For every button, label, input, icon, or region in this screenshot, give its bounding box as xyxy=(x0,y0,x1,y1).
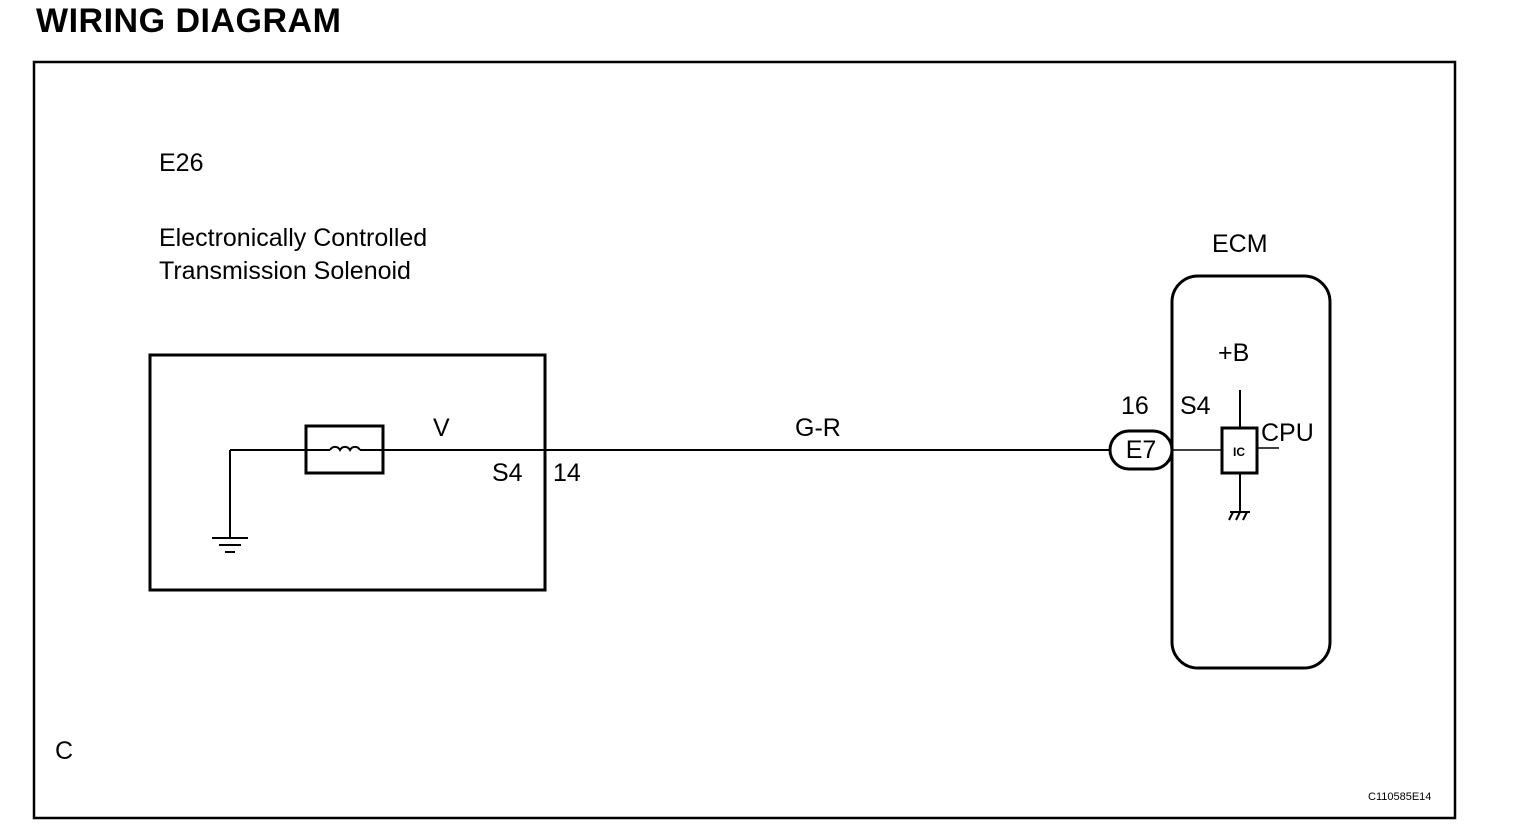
solenoid-box xyxy=(148,353,547,592)
ecm-box xyxy=(1170,274,1332,670)
terminal-s4-ecm: S4 xyxy=(1180,392,1211,420)
wire-color-g-r: G-R xyxy=(795,414,841,442)
chassis-ground-icon xyxy=(1228,473,1250,521)
pin-14: 14 xyxy=(553,459,581,487)
component-name-line2: Transmission Solenoid xyxy=(159,257,411,285)
solenoid-coil-icon xyxy=(304,424,385,475)
pin-16: 16 xyxy=(1121,392,1149,420)
ecm-label: ECM xyxy=(1212,230,1268,258)
component-code-e26: E26 xyxy=(159,149,203,177)
ground-icon xyxy=(212,450,248,553)
wire-color-v: V xyxy=(433,414,450,442)
figure-id: C110585E14 xyxy=(1368,791,1431,803)
cpu-label: CPU xyxy=(1261,419,1314,447)
diagram-frame xyxy=(32,60,1457,820)
component-name-line1: Electronically Controlled xyxy=(159,224,427,252)
connector-s4-left: S4 xyxy=(492,459,523,487)
supply-label-b: +B xyxy=(1218,339,1249,367)
ic-label: IC xyxy=(1233,445,1245,459)
connector-e7-label: E7 xyxy=(1126,436,1157,464)
corner-label-c: C xyxy=(55,737,73,765)
page-title: WIRING DIAGRAM xyxy=(36,2,342,40)
